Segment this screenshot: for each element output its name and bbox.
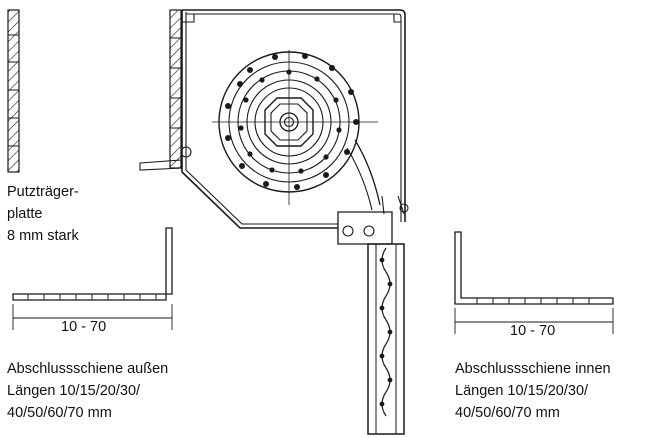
inner-end-rail xyxy=(454,231,614,305)
outer-rail-caption: Abschlussschiene außen Längen 10/15/20/3… xyxy=(7,358,168,424)
outer-rail-dimension-label: 10 - 70 xyxy=(61,319,107,335)
inner-rail-caption-line-3: 40/50/60/70 mm xyxy=(455,405,560,421)
plate-caption: Putzträger- platte 8 mm stark xyxy=(7,181,79,247)
outer-rail-caption-line-3: 40/50/60/70 mm xyxy=(7,405,112,421)
guide-rail xyxy=(337,195,409,435)
plaster-carrier-plate xyxy=(7,9,20,173)
inner-rail-dimension xyxy=(454,308,614,334)
inner-rail-caption: Abschlussschiene innen Längen 10/15/20/3… xyxy=(455,358,611,424)
outer-rail-dimension xyxy=(12,304,173,330)
inner-rail-caption-line-1: Abschlussschiene innen xyxy=(455,361,611,377)
inner-rail-caption-line-2: Längen 10/15/20/30/ xyxy=(455,383,589,399)
inner-rail-dimension-label: 10 - 70 xyxy=(510,323,556,339)
outer-end-rail xyxy=(12,227,173,301)
plate-caption-line-2: platte xyxy=(7,206,43,222)
shutter-box xyxy=(139,9,406,229)
shutter-roll xyxy=(218,51,381,211)
outer-rail-caption-line-2: Längen 10/15/20/30/ xyxy=(7,383,141,399)
plate-caption-line-3: 8 mm stark xyxy=(7,228,79,244)
outer-rail-caption-line-1: Abschlussschiene außen xyxy=(7,361,169,377)
plate-caption-line-1: Putzträger- xyxy=(7,184,79,200)
